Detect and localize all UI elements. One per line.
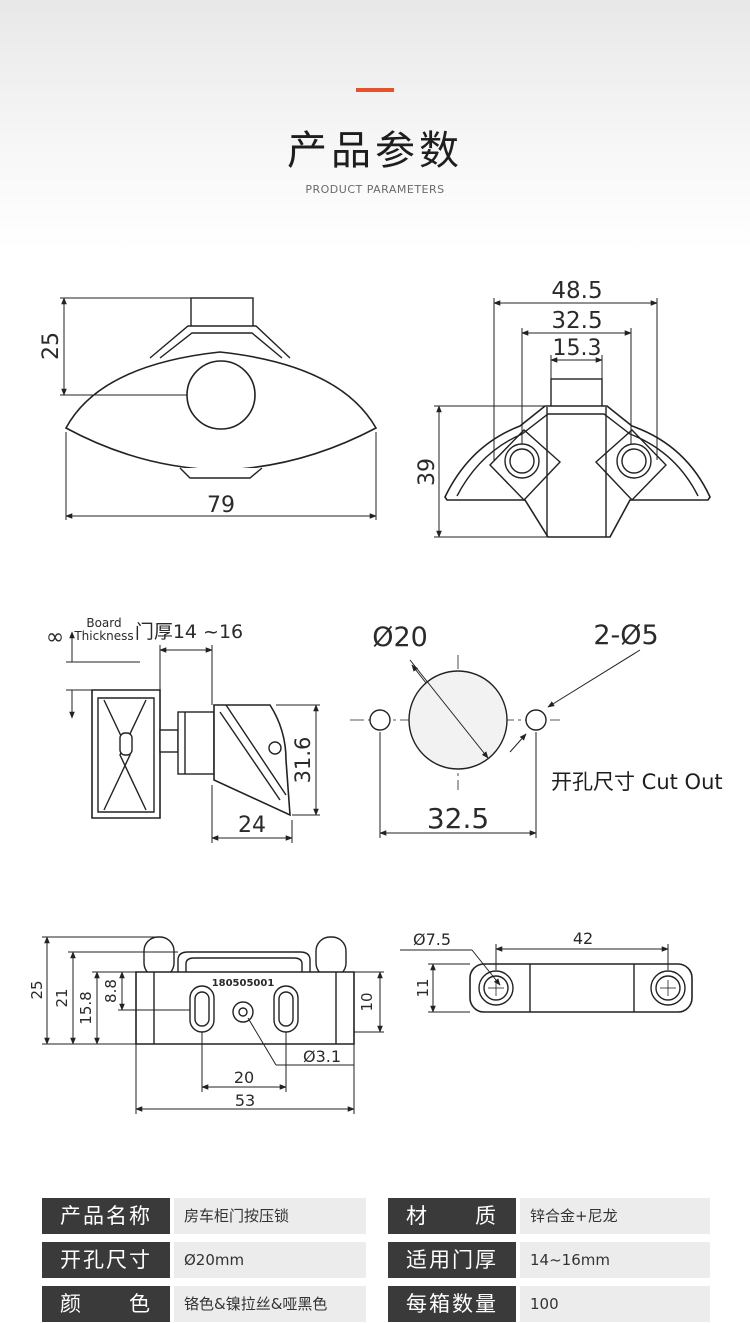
dim-view6-d75: Ø7.5 bbox=[413, 930, 451, 949]
dim-view5-w20: 20 bbox=[234, 1068, 254, 1087]
dim-view2-w2: 32.5 bbox=[551, 308, 602, 334]
dim-view5-h10: 10 bbox=[358, 992, 376, 1011]
dim-view1-width: 79 bbox=[207, 493, 235, 518]
dim-main-hole: Ø20 bbox=[372, 622, 428, 653]
dim-view6-w42: 42 bbox=[573, 929, 593, 948]
spec-label: 开孔尺寸 bbox=[42, 1242, 170, 1278]
dim-view3-height: 31.6 bbox=[291, 737, 315, 784]
drawing-bottom-view bbox=[42, 936, 384, 1114]
drawing-bottom-plan bbox=[400, 944, 693, 1013]
part-code: 180505001 bbox=[212, 978, 275, 989]
dim-view5-w53: 53 bbox=[235, 1091, 255, 1110]
spec-label: 适用门厚 bbox=[388, 1242, 516, 1278]
technical-drawings: 25 79 48.5 32.5 15.3 39 ∞ Board Thicknes… bbox=[28, 278, 711, 1114]
spec-label: 产品名称 bbox=[42, 1198, 170, 1234]
cutout-label: 开孔尺寸 Cut Out bbox=[551, 770, 723, 794]
drawing-side-view bbox=[66, 631, 320, 843]
spec-value: 14~16mm bbox=[520, 1242, 710, 1278]
spec-label: 每箱数量 bbox=[388, 1286, 516, 1322]
board-thickness-cn: 门厚14 ~16 bbox=[135, 621, 243, 643]
header-band bbox=[0, 0, 750, 250]
dim-view5-h88: 8.8 bbox=[102, 979, 120, 1003]
board-label-line1: Board bbox=[86, 616, 121, 630]
dim-view3-depth: 24 bbox=[238, 813, 266, 838]
drawing-cutout-view bbox=[350, 649, 641, 838]
dim-view5-h21: 21 bbox=[53, 988, 71, 1007]
spec-row: 产品名称 房车柜门按压锁 材 质 锌合金+尼龙 bbox=[42, 1198, 710, 1234]
dim-view5-h158: 15.8 bbox=[77, 991, 95, 1024]
spec-value: 房车柜门按压锁 bbox=[174, 1198, 366, 1234]
spec-value: 铬色&镍拉丝&哑黑色 bbox=[174, 1286, 366, 1322]
dim-view2-w1: 48.5 bbox=[551, 278, 602, 304]
spec-label: 材 质 bbox=[388, 1198, 516, 1234]
dim-view5-h25: 25 bbox=[28, 980, 46, 999]
page-subtitle: PRODUCT PARAMETERS bbox=[305, 183, 445, 196]
dim-hole-spacing: 32.5 bbox=[427, 802, 489, 835]
spec-value: Ø20mm bbox=[174, 1242, 366, 1278]
dim-view1-height: 25 bbox=[39, 332, 64, 360]
page-title: 产品参数 bbox=[287, 128, 463, 174]
spec-row: 颜 色 铬色&镍拉丝&哑黑色 每箱数量 100 bbox=[42, 1286, 710, 1322]
drawing-front-view bbox=[434, 298, 711, 538]
dim-view6-h11: 11 bbox=[414, 978, 432, 997]
spec-row: 开孔尺寸 Ø20mm 适用门厚 14~16mm bbox=[42, 1242, 710, 1278]
spec-label: 颜 色 bbox=[42, 1286, 170, 1322]
dim-view2-height: 39 bbox=[415, 458, 440, 486]
drawing-top-view bbox=[60, 297, 378, 520]
title-accent-bar bbox=[356, 88, 394, 92]
dim-view3-dia: ∞ bbox=[46, 625, 64, 650]
dim-view5-d31: Ø3.1 bbox=[303, 1047, 341, 1066]
dim-view2-w3: 15.3 bbox=[553, 336, 602, 361]
board-label-line2: Thickness bbox=[73, 629, 133, 643]
spec-table: 产品名称 房车柜门按压锁 材 质 锌合金+尼龙 开孔尺寸 Ø20mm 适用门厚 … bbox=[42, 1198, 710, 1323]
spec-value: 锌合金+尼龙 bbox=[520, 1198, 710, 1234]
spec-value: 100 bbox=[520, 1286, 710, 1322]
dim-small-holes: 2-Ø5 bbox=[593, 620, 658, 651]
